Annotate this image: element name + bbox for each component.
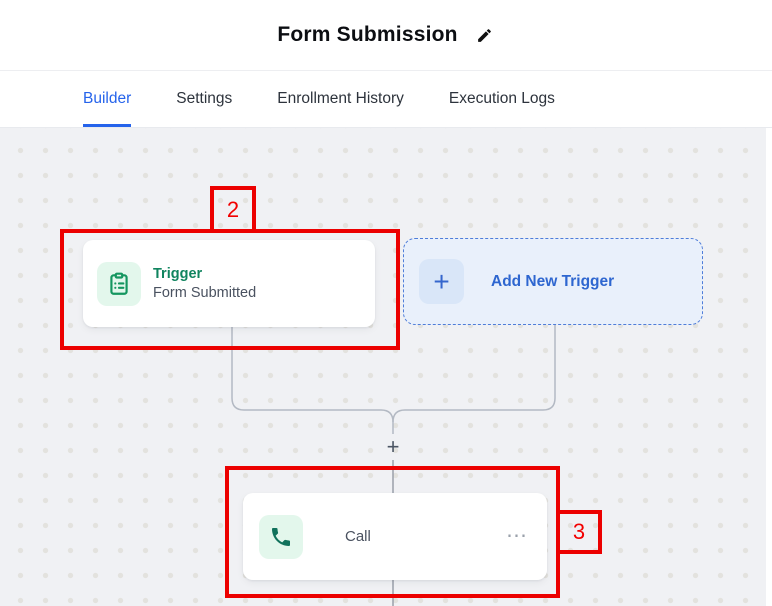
canvas-scrollbar-track[interactable] (766, 128, 772, 606)
call-node-card[interactable]: Call ⋯ (243, 493, 547, 580)
app-header: Form Submission (0, 0, 772, 70)
tab-enrollment-history[interactable]: Enrollment History (277, 89, 404, 107)
tab-builder[interactable]: Builder (83, 71, 132, 127)
plus-icon: + (419, 259, 464, 304)
phone-icon (259, 514, 303, 559)
tab-bar: Builder Settings Enrollment History Exec… (0, 70, 772, 128)
annotation-box-3 (225, 466, 560, 598)
tab-settings[interactable]: Settings (176, 89, 233, 107)
annotation-label-3: 3 (556, 510, 602, 554)
call-card-menu-button[interactable]: ⋯ (506, 523, 529, 547)
add-new-trigger-button[interactable]: + Add New Trigger (403, 238, 703, 325)
trigger-card-subtitle: Form Submitted (153, 285, 257, 301)
tab-execution-logs[interactable]: Execution Logs (448, 89, 555, 107)
clipboard-icon (97, 261, 141, 306)
annotation-label-2: 2 (210, 186, 256, 233)
trigger-node-card[interactable]: Trigger Form Submitted (83, 240, 375, 327)
workflow-canvas[interactable]: Trigger Form Submitted + Add New Trigger… (0, 128, 772, 606)
edit-title-button[interactable] (474, 25, 495, 46)
add-step-button[interactable]: + (381, 435, 405, 459)
pencil-icon (476, 27, 493, 44)
page-title: Form Submission (277, 23, 458, 46)
add-new-trigger-label: Add New Trigger (491, 272, 615, 290)
trigger-card-title: Trigger (153, 266, 203, 282)
call-card-label: Call (345, 528, 371, 545)
annotation-box-2 (60, 229, 400, 350)
